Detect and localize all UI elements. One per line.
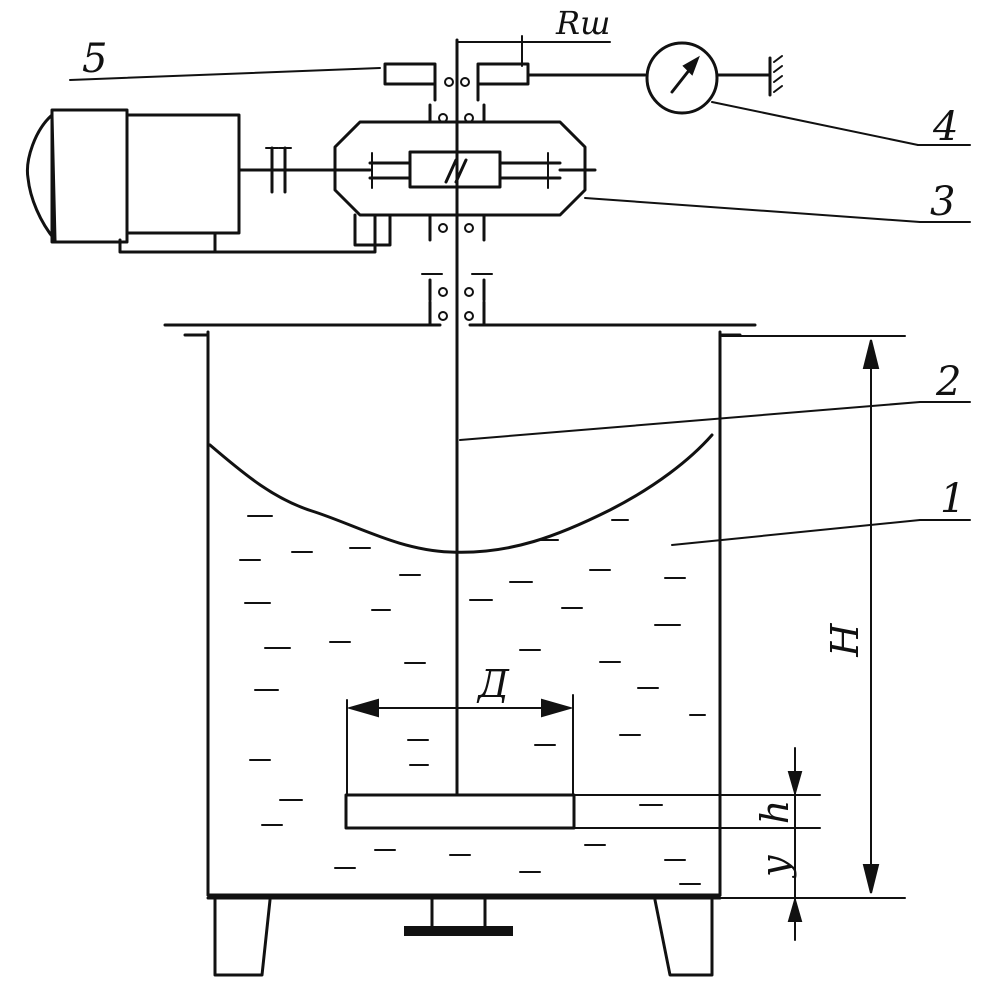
height-dimension: H [823,339,880,894]
arrowhead-icon [787,896,803,922]
torque-arm [383,62,647,102]
wall-hatch-icon [768,55,783,97]
gearbox-icon [333,103,597,247]
callout-label-3: 3 [930,179,955,225]
arrowhead-icon [541,698,574,718]
dial-gauge-icon [645,41,772,115]
coupling-icon [265,146,292,194]
callout-3: 3 [584,179,971,225]
blade-clearance-dimension: h у [753,747,803,941]
diameter-label: Д [476,662,510,706]
radius-dimension: Rш [456,4,611,67]
clearance-label: у [753,855,797,879]
liquid [208,433,714,885]
arrowhead-icon [862,339,880,369]
impeller-disk [344,793,576,830]
callout-5: 5 [69,36,381,82]
callout-label-1: 1 [940,476,965,522]
callout-4: 4 [711,101,971,150]
callout-label-5: 5 [82,36,107,82]
callout-label-4: 4 [932,104,958,150]
upper-bearing-assembly [421,273,493,327]
arrowhead-icon [346,698,379,718]
arrowhead-icon [787,771,803,797]
diameter-dimension: Д [346,662,574,796]
liquid-hatching [239,515,706,885]
level-extension-lines [573,335,906,899]
radius-label: Rш [555,4,610,42]
electric-motor-icon [25,108,377,254]
blade-height-label: h [753,800,797,824]
callout-2: 2 [459,359,971,441]
arrowhead-icon [862,864,880,894]
vessel [163,323,757,977]
callout-label-2: 2 [935,359,961,405]
height-label: H [823,623,867,658]
callout-1: 1 [671,476,971,546]
